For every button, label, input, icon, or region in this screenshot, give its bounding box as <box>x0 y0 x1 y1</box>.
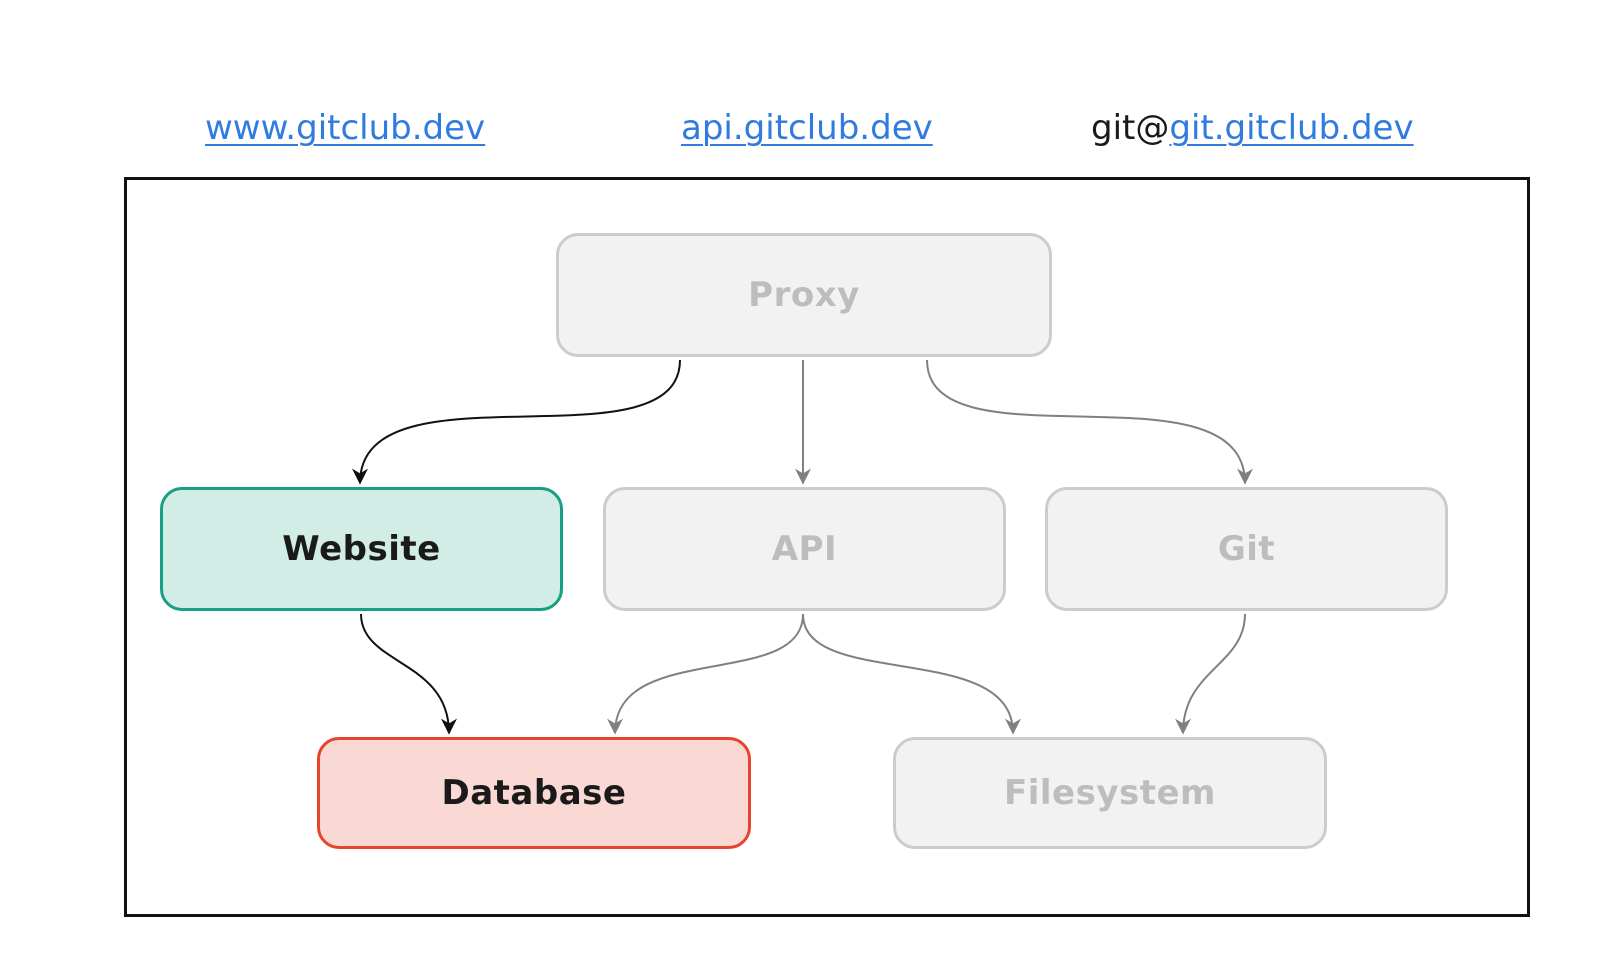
api-node-label: API <box>771 529 838 569</box>
website-url-link[interactable]: www.gitclub.dev <box>205 108 486 148</box>
website-node-label: Website <box>282 529 441 569</box>
git-node-label: Git <box>1217 529 1276 569</box>
filesystem-node: Filesystem <box>893 737 1327 849</box>
git-remote-prefix: git@ <box>1091 108 1170 148</box>
api-url-link[interactable]: api.gitclub.dev <box>681 108 933 148</box>
website-node: Website <box>160 487 563 611</box>
api-node: API <box>603 487 1006 611</box>
website-url: www.gitclub.dev <box>205 104 485 152</box>
database-node-label: Database <box>441 773 627 813</box>
filesystem-node-label: Filesystem <box>1004 773 1216 813</box>
git-remote-url: git@git.gitclub.dev <box>1091 104 1414 152</box>
database-node: Database <box>317 737 751 849</box>
system-boundary <box>124 177 1530 917</box>
proxy-node: Proxy <box>556 233 1052 357</box>
git-remote-link[interactable]: git.gitclub.dev <box>1169 108 1414 148</box>
git-node: Git <box>1045 487 1448 611</box>
api-url: api.gitclub.dev <box>681 104 933 152</box>
proxy-node-label: Proxy <box>748 275 860 315</box>
